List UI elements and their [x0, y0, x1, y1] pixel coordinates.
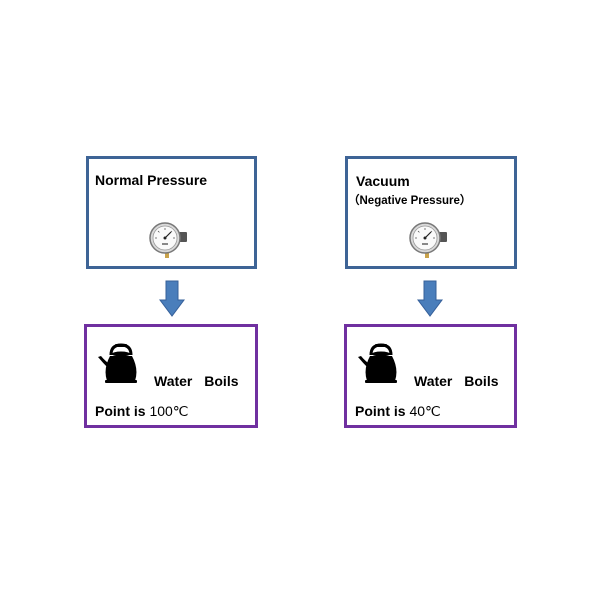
boiling-point-label: Point is 100℃: [95, 403, 189, 420]
down-arrow-icon: [159, 280, 185, 317]
vacuum-boiling-result-box: Water Boils Point is 40℃: [344, 324, 517, 428]
water-boils-label: Water Boils: [154, 373, 239, 389]
water-boils-label: Water Boils: [414, 373, 499, 389]
pressure-gauge-icon: [149, 222, 187, 258]
pressure-gauge-icon: [409, 222, 447, 258]
boiling-temperature: 100℃: [149, 403, 189, 419]
vacuum-title: Vacuum: [356, 173, 410, 189]
normal-pressure-box: Normal Pressure: [86, 156, 257, 269]
down-arrow-icon: [417, 280, 443, 317]
kettle-icon: [358, 343, 397, 383]
boiling-point-prefix: Point is: [355, 403, 410, 419]
vacuum-box: Vacuum （Negative Pressure）: [345, 156, 517, 269]
normal-pressure-title: Normal Pressure: [95, 172, 208, 188]
boiling-point-label: Point is 40℃: [355, 403, 441, 420]
boiling-point-prefix: Point is: [95, 403, 150, 419]
boiling-temperature: 40℃: [409, 403, 441, 419]
kettle-icon: [98, 343, 137, 383]
vacuum-subtitle: （Negative Pressure）: [348, 195, 472, 207]
normal-boiling-result-box: Water Boils Point is 100℃: [84, 324, 258, 428]
